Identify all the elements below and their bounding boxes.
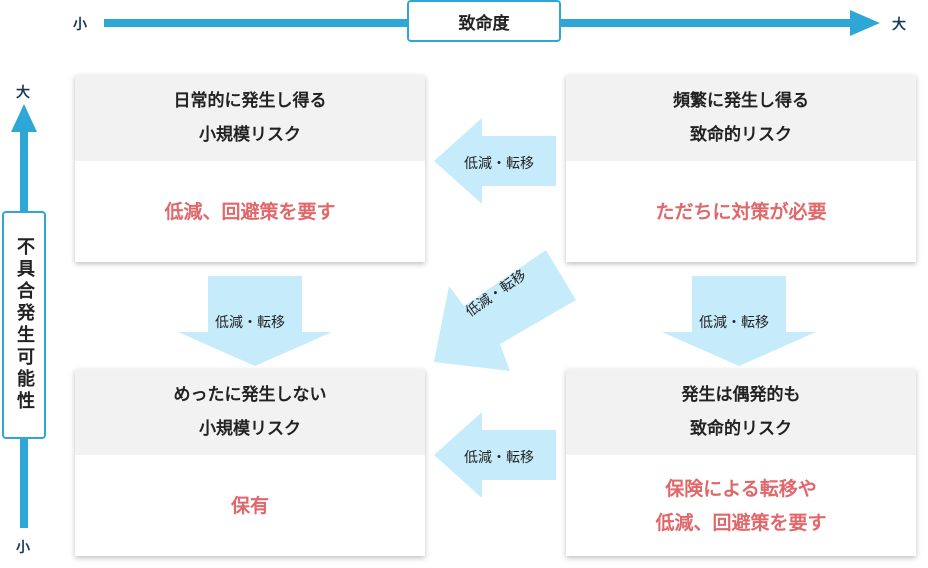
card-bottom-left-head: めったに発生しない小規模リスク xyxy=(75,369,425,455)
x-axis-high-label: 大 xyxy=(892,17,906,33)
arrow-top-to-left xyxy=(434,118,556,204)
y-axis-high-label: 大 xyxy=(16,85,30,101)
arrow-bottom-to-left xyxy=(434,412,556,498)
arrow-right-down xyxy=(662,276,816,366)
card-top-left-body: 低減、回避策を要す xyxy=(164,200,336,223)
arrow-left-label: 低減・転移 xyxy=(215,315,285,331)
arrow-bottom-label: 低減・転移 xyxy=(464,450,534,466)
card-top-right-head: 頻繁に発生し得る致命的リスク xyxy=(566,75,916,161)
arrow-diagonal xyxy=(434,250,576,371)
card-bottom-left: めったに発生しない小規模リスク 保有 xyxy=(75,369,425,556)
arrow-right-label: 低減・転移 xyxy=(699,315,769,331)
y-axis-title: 不具合発生可能性 xyxy=(2,211,46,439)
card-bottom-left-body: 保有 xyxy=(230,494,269,517)
x-axis-low-label: 小 xyxy=(73,17,87,33)
card-bottom-right: 発生は偶発的も致命的リスク 保険による転移や低減、回避策を要す xyxy=(566,369,916,556)
y-axis-low-label: 小 xyxy=(16,540,30,556)
card-top-right: 頻繁に発生し得る致命的リスク ただちに対策が必要 xyxy=(566,75,916,262)
card-top-left-head: 日常的に発生し得る小規模リスク xyxy=(75,75,425,161)
card-bottom-right-body: 保険による転移や低減、回避策を要す xyxy=(655,477,827,534)
card-top-right-body: ただちに対策が必要 xyxy=(655,200,827,223)
arrow-left-down xyxy=(178,276,332,366)
card-top-left: 日常的に発生し得る小規模リスク 低減、回避策を要す xyxy=(75,75,425,262)
card-bottom-right-head: 発生は偶発的も致命的リスク xyxy=(566,369,916,455)
x-axis-title: 致命度 xyxy=(407,0,561,42)
arrow-top-label: 低減・転移 xyxy=(464,156,534,172)
